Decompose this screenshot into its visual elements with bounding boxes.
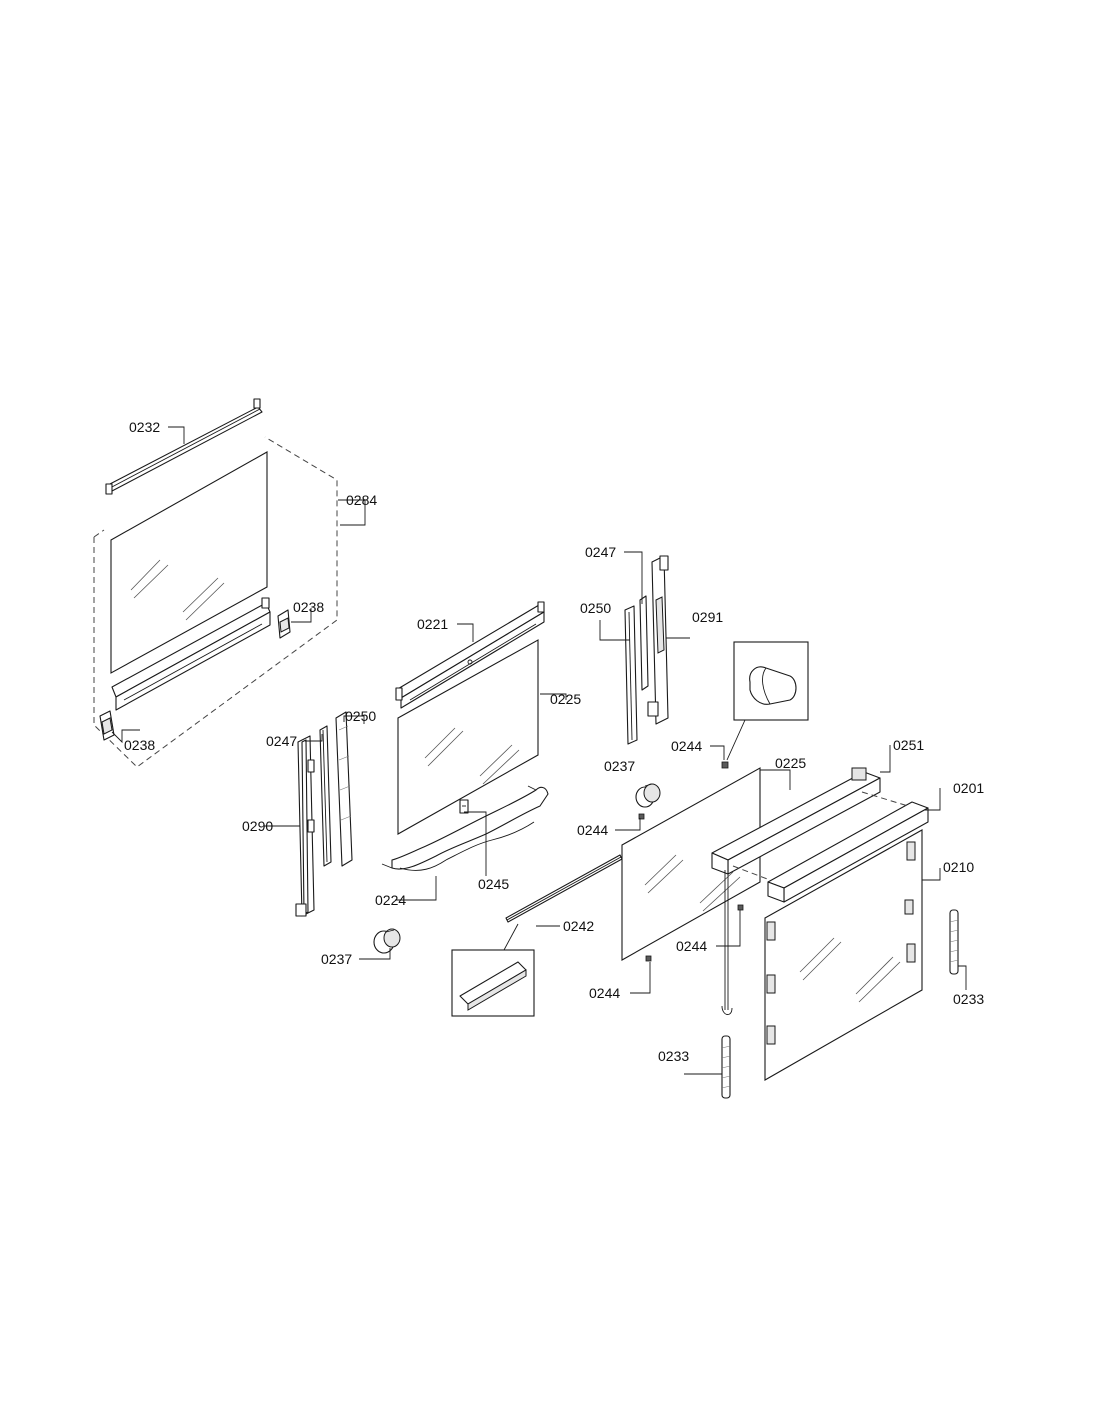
label-0237-right: 0237 [604, 758, 635, 774]
label-0221: 0221 [417, 616, 448, 632]
label-0244-bottom: 0244 [589, 985, 620, 1001]
label-0201: 0201 [953, 780, 984, 796]
part-0245-clip[interactable] [459, 799, 469, 814]
label-0291: 0291 [692, 609, 723, 625]
label-0284: 0284 [346, 492, 377, 508]
part-0247-seal-right[interactable] [639, 595, 649, 691]
label-0242: 0242 [563, 918, 594, 934]
part-0237-hinge-left[interactable] [373, 928, 401, 954]
part-0250-profile-left[interactable] [335, 711, 353, 867]
part-0210-outer-glass[interactable] [764, 829, 923, 1081]
part-0244-spacer-d[interactable] [645, 955, 652, 962]
inset-detail-bar [451, 923, 535, 1017]
label-0247-right: 0247 [585, 544, 616, 560]
label-0232: 0232 [129, 419, 160, 435]
assembly-0284-boundary [93, 436, 338, 768]
label-0251: 0251 [893, 737, 924, 753]
label-0247-left: 0247 [266, 733, 297, 749]
label-0238-lower: 0238 [124, 737, 155, 753]
part-0225-glass-front[interactable] [621, 767, 761, 961]
part-0238-clip-right[interactable] [277, 609, 291, 639]
label-0238-upper: 0238 [293, 599, 324, 615]
part-0233-spring-bottom[interactable] [721, 1035, 731, 1099]
part-0291-side-rail-right[interactable] [647, 555, 669, 725]
label-0233-bottom: 0233 [658, 1048, 689, 1064]
label-0225-front: 0225 [775, 755, 806, 771]
part-0284-glass[interactable] [110, 451, 268, 674]
label-0225-middle: 0225 [550, 691, 581, 707]
part-0232-top-trim[interactable] [105, 398, 263, 495]
part-0244-spacer-b[interactable] [638, 813, 645, 820]
part-0221-top-rail[interactable] [395, 601, 545, 709]
part-0238-clip-left[interactable] [99, 710, 115, 741]
part-0251-top-frame[interactable] [711, 767, 881, 875]
part-0284-bottom-rail[interactable] [111, 597, 271, 711]
callout-labels: 0232 0284 0238 0238 0221 0225 0247 0250 … [124, 419, 984, 1064]
label-0233-right: 0233 [953, 991, 984, 1007]
label-0224: 0224 [375, 892, 406, 908]
part-0244-spacer-a[interactable] [721, 761, 729, 769]
label-0237-left: 0237 [321, 951, 352, 967]
part-0224-bottom-deflector[interactable] [381, 785, 549, 871]
label-0250-right: 0250 [580, 600, 611, 616]
inset-detail-clip [726, 641, 809, 761]
label-0290: 0290 [242, 818, 273, 834]
label-0250-left: 0250 [345, 708, 376, 724]
label-0244-top: 0244 [671, 738, 702, 754]
part-0244-spacer-c[interactable] [737, 904, 744, 911]
part-0201-handle[interactable] [732, 791, 929, 903]
part-0225-glass-middle[interactable] [397, 639, 539, 835]
leader-lines [111, 426, 967, 1075]
part-0233-spring-right[interactable] [949, 909, 959, 975]
label-0244-middle: 0244 [577, 822, 608, 838]
part-door-rod [721, 870, 733, 1015]
part-0237-hinge-right[interactable] [635, 783, 661, 808]
part-0250-profile-right[interactable] [624, 605, 638, 745]
part-0242-bar[interactable] [505, 854, 623, 923]
label-0210: 0210 [943, 859, 974, 875]
label-0244-lower-right: 0244 [676, 938, 707, 954]
label-0245: 0245 [478, 876, 509, 892]
part-0247-seal-left[interactable] [319, 725, 332, 867]
part-0290-side-rail-left[interactable] [295, 735, 315, 917]
